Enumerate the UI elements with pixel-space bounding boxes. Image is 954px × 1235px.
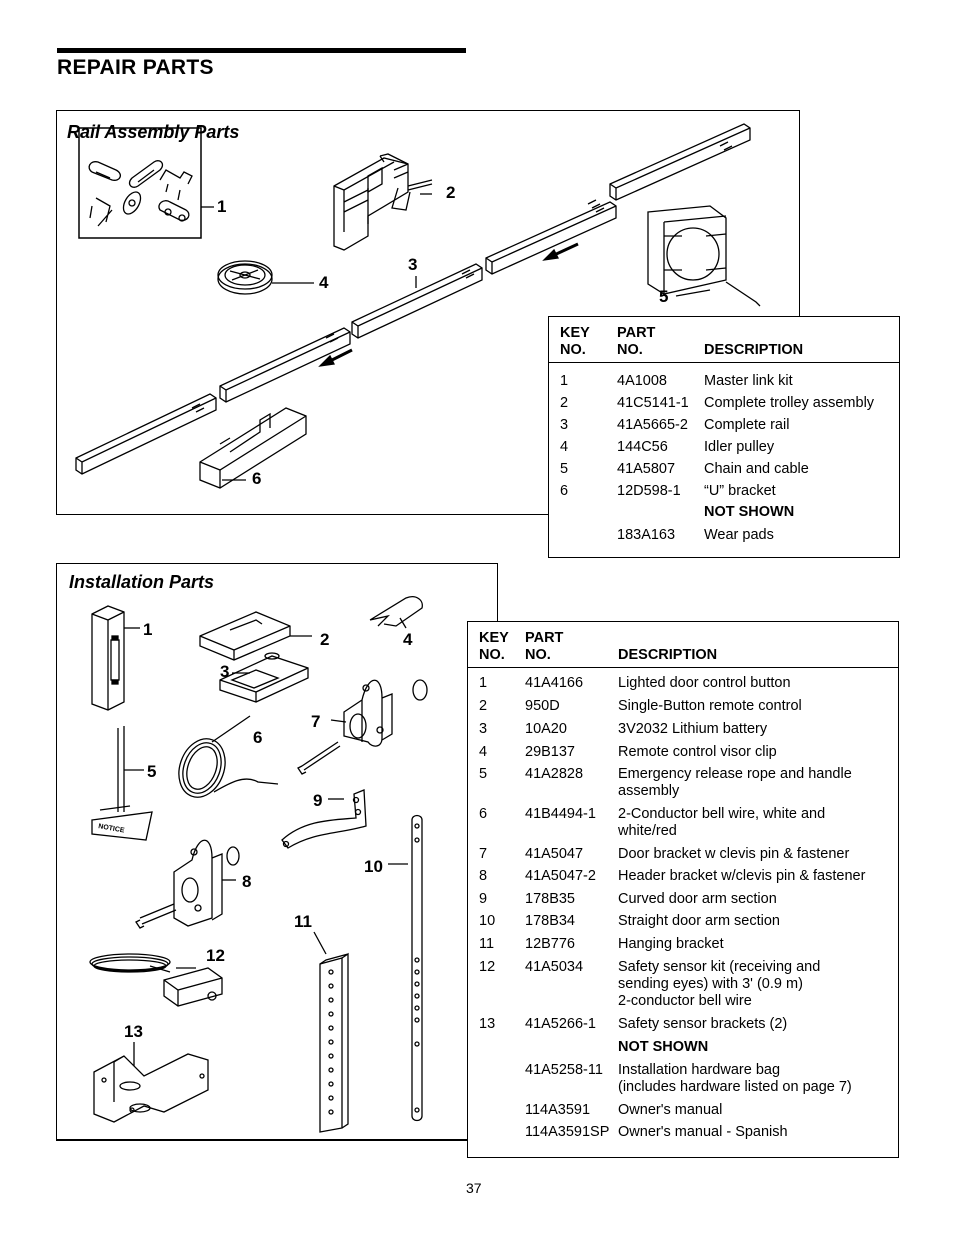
callout-9: 9 [313, 791, 323, 810]
callout-1: 1 [217, 197, 227, 216]
installation-panel-bottom-strip [56, 1126, 469, 1140]
callout-4: 4 [403, 630, 413, 649]
not-shown-heading-row: NOT SHOWN [468, 1033, 898, 1056]
callout-7: 7 [311, 712, 321, 731]
callout-8: 8 [242, 872, 252, 891]
callout-4: 4 [319, 273, 329, 292]
callout-12: 12 [206, 946, 225, 965]
installation-section-title: Installation Parts [69, 572, 215, 592]
callout-3: 3 [408, 255, 418, 274]
callout-5: 5 [147, 762, 157, 781]
callout-10: 10 [364, 857, 383, 876]
page-number: 37 [466, 1180, 482, 1196]
installation-panel [56, 563, 498, 1141]
description-header: DESCRIPTION [704, 342, 804, 358]
title-rule [57, 48, 466, 53]
callout-6: 6 [252, 469, 262, 488]
not-shown-label: NOT SHOWN [704, 504, 795, 520]
callout-6: 6 [253, 728, 263, 747]
callout-13: 13 [124, 1022, 143, 1041]
callout-3: 3 [220, 662, 230, 681]
not-shown-heading-row: NOT SHOWN [549, 500, 899, 521]
callout-2: 2 [320, 630, 330, 649]
rail-section-title: Rail Assembly Parts [67, 122, 240, 142]
callout-11: 11 [294, 912, 312, 931]
callout-1: 1 [143, 620, 153, 639]
callout-2: 2 [446, 183, 456, 202]
not-shown-label: NOT SHOWN [618, 1039, 709, 1055]
description-header: DESCRIPTION [618, 647, 718, 663]
callout-5: 5 [659, 287, 669, 306]
page-title: REPAIR PARTS [57, 56, 214, 79]
